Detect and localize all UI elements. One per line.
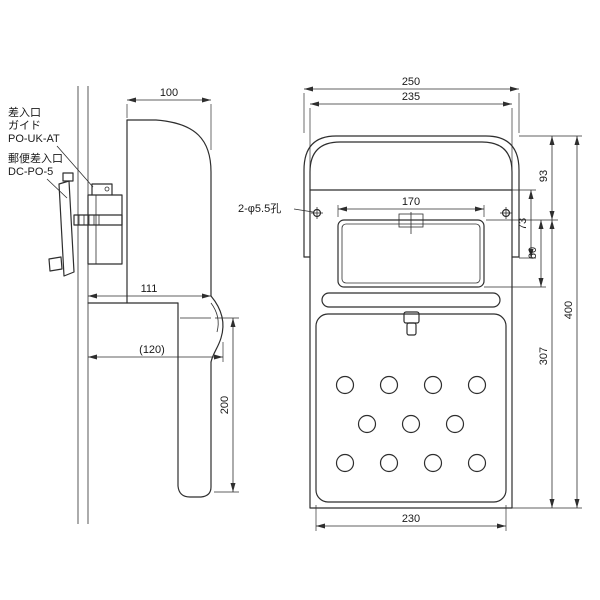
dim-front-60: 60	[527, 220, 544, 287]
dim-text-250: 250	[402, 76, 420, 88]
dim-front-93: 93	[538, 136, 555, 220]
right-extension-lines	[484, 135, 582, 509]
leader-slot	[46, 178, 68, 199]
leader-guide	[56, 145, 94, 188]
side-body-outline	[87, 119, 212, 304]
dim-text-73: 73	[517, 218, 529, 230]
front-slot	[321, 292, 501, 308]
dim-text-111: 111	[141, 283, 158, 295]
dim-text-170: 170	[402, 196, 420, 208]
callout-guide-line3: PO-UK-AT	[8, 133, 60, 145]
dim-front-230: 230	[315, 505, 507, 531]
dim-front-170: 170	[337, 196, 485, 217]
dim-text-120: (120)	[139, 344, 165, 356]
front-view: 2-φ5.5孔	[238, 76, 582, 531]
dim-front-400: 400	[563, 136, 580, 508]
dim-text-307: 307	[538, 347, 550, 365]
dim-text-230: 230	[402, 513, 420, 525]
dim-side-100: 100	[126, 87, 212, 150]
front-body-outline	[309, 189, 513, 509]
dim-front-73: 73	[517, 190, 534, 258]
callout-slot-line1: 郵便差入口	[8, 151, 63, 165]
dim-front-307: 307	[538, 220, 555, 508]
dim-side-120: (120)	[88, 342, 224, 362]
side-chute-outline	[177, 295, 224, 498]
dim-text-200: 200	[219, 396, 231, 414]
dim-front-235: 235	[309, 91, 513, 170]
side-view: 差入口 ガイド PO-UK-AT 郵便差入口 DC-PO-5 100 111 (…	[8, 86, 239, 524]
callout-guide-line1: 差入口	[8, 105, 41, 119]
side-callouts: 差入口 ガイド PO-UK-AT 郵便差入口 DC-PO-5	[8, 105, 94, 199]
mounting-holes: 2-φ5.5孔	[238, 202, 512, 219]
dim-text-100: 100	[160, 87, 178, 99]
hole-note-text: 2-φ5.5孔	[238, 202, 281, 215]
dim-text-93: 93	[538, 170, 550, 182]
front-flap	[337, 212, 485, 288]
callout-slot-line2: DC-PO-5	[8, 166, 53, 178]
front-latch	[403, 311, 420, 336]
door-hole-pattern	[335, 375, 487, 473]
dim-text-235: 235	[402, 91, 420, 103]
dim-side-111: 111	[88, 283, 211, 299]
front-bracket	[303, 135, 520, 258]
front-door	[315, 313, 507, 503]
wall-mount-assembly	[48, 172, 123, 277]
wall-section-lines	[77, 86, 89, 524]
dim-side-200: 200	[214, 317, 239, 493]
dim-front-250: 250	[303, 76, 520, 133]
dim-text-400: 400	[563, 301, 575, 319]
dim-text-60: 60	[527, 247, 539, 259]
callout-guide-line2: ガイド	[8, 119, 41, 132]
